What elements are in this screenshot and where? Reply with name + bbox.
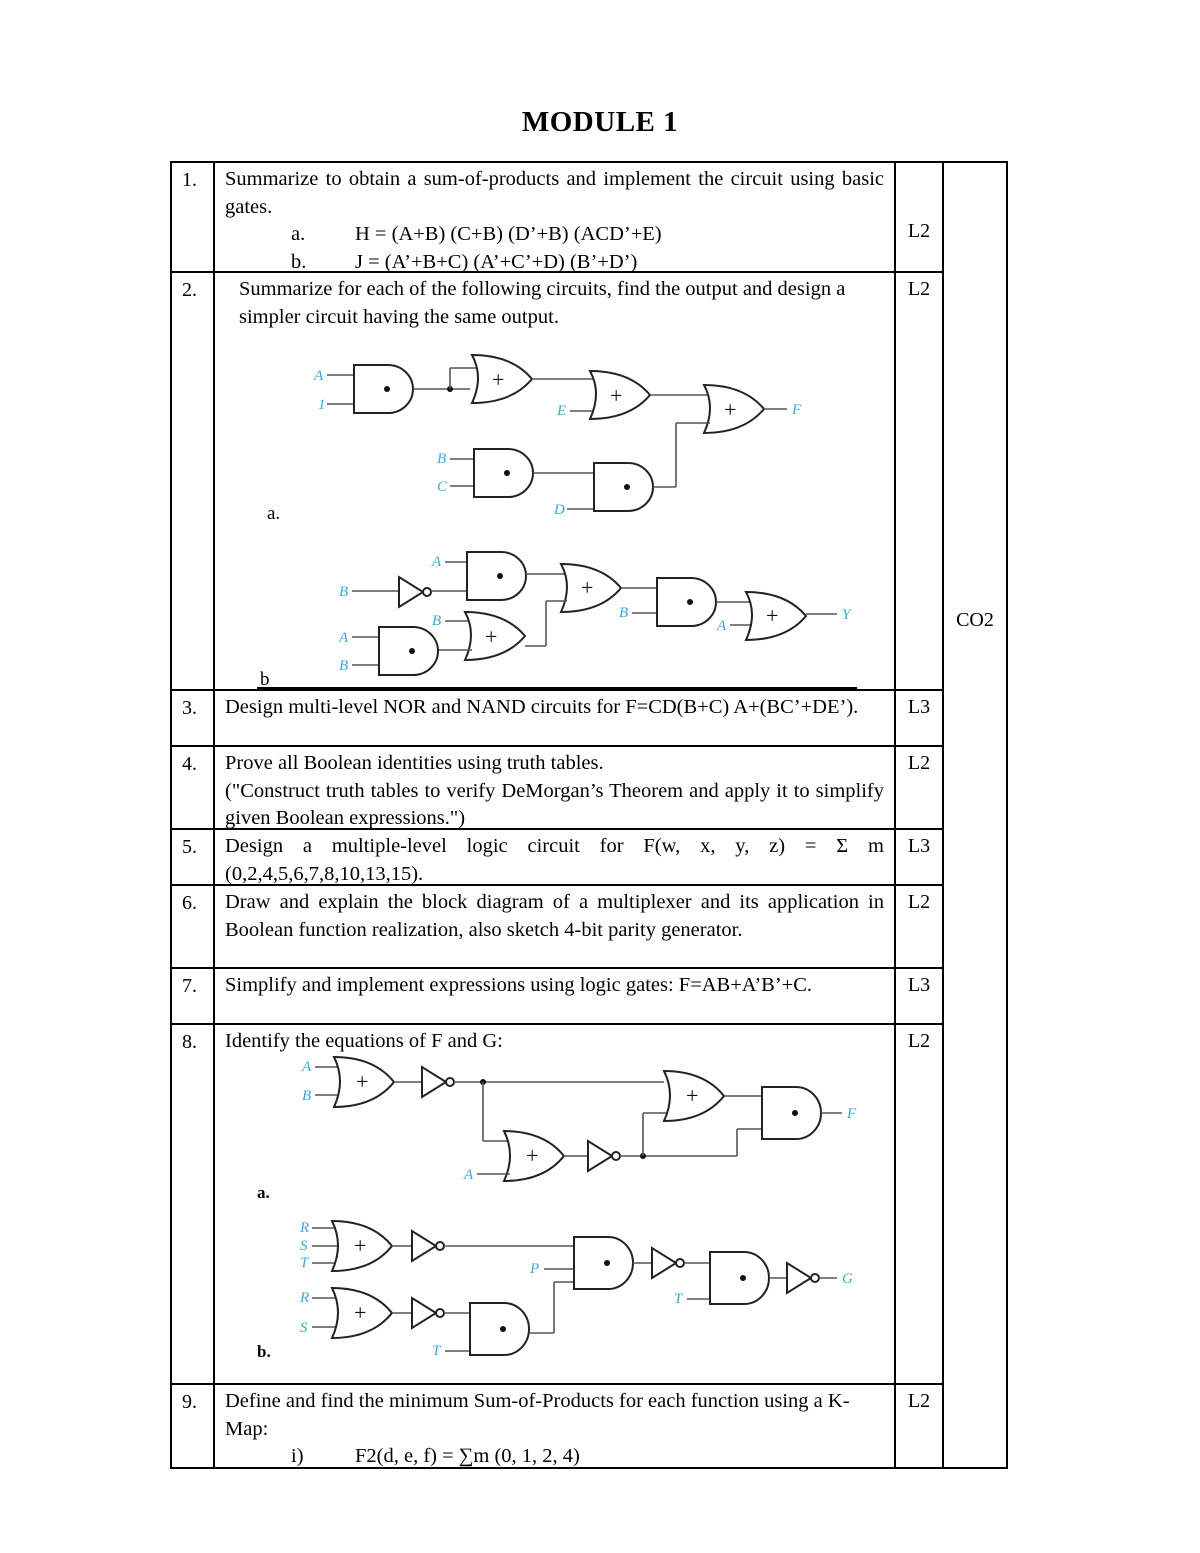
question-text: Define and find the minimum Sum-of-Produ… — [215, 1385, 896, 1467]
svg-text:+: + — [356, 1069, 368, 1094]
svg-text:T: T — [300, 1255, 310, 1271]
level-badge: L2 — [907, 278, 931, 300]
logic-circuit-diagram-f: AB + + A + F — [301, 1055, 857, 1183]
question-text: Prove all Boolean identities using truth… — [215, 747, 896, 829]
question-number: 1. — [172, 163, 215, 271]
course-outcome-label: CO2 — [956, 609, 994, 631]
svg-text:A: A — [716, 618, 727, 634]
svg-text:F: F — [846, 1106, 857, 1122]
svg-text:A: A — [313, 368, 324, 384]
table-row: 2. Summarize for each of the following c… — [172, 273, 942, 691]
logic-circuit-diagram-g: RST + P T G RS + T — [299, 1219, 853, 1359]
svg-text:B: B — [302, 1088, 311, 1104]
svg-text:S: S — [300, 1320, 308, 1336]
svg-text:T: T — [674, 1291, 684, 1307]
question-text: Summarize for each of the following circ… — [215, 273, 896, 689]
svg-text:1: 1 — [318, 397, 326, 413]
level-badge: L2 — [907, 220, 931, 242]
svg-text:D: D — [553, 502, 565, 518]
question-text: Simplify and implement expressions using… — [215, 969, 896, 1023]
svg-text:+: + — [724, 397, 736, 422]
question-text: Design a multiple-level logic circuit fo… — [215, 830, 896, 885]
svg-text:+: + — [526, 1143, 538, 1168]
table-row: 4. Prove all Boolean identities using tr… — [172, 747, 942, 830]
divider — [257, 687, 857, 689]
svg-text:A: A — [431, 554, 442, 570]
svg-text:T: T — [432, 1343, 442, 1359]
page-title: MODULE 1 — [521, 106, 679, 138]
diagram-label-b: b — [260, 669, 270, 690]
diagram-label-b: b. — [257, 1342, 271, 1361]
question-text: Draw and explain the block diagram of a … — [215, 886, 896, 967]
svg-text:P: P — [529, 1261, 539, 1277]
question-number: 9. — [172, 1385, 215, 1467]
svg-text:+: + — [686, 1083, 698, 1108]
table-row: 3. Design multi-level NOR and NAND circu… — [172, 691, 942, 747]
table-row: 5. Design a multiple-level logic circuit… — [172, 830, 942, 886]
logic-circuit-diagram-a: A 1 + E + + F BC D — [313, 353, 802, 518]
svg-text:A: A — [338, 630, 349, 646]
svg-text:+: + — [354, 1233, 366, 1258]
diagram-label-a: a. — [257, 1183, 270, 1202]
question-table: CO2 1. Summarize to obtain a sum-of-prod… — [170, 161, 1008, 1469]
question-number: 8. — [172, 1025, 215, 1383]
svg-text:+: + — [492, 367, 504, 392]
question-number: 3. — [172, 691, 215, 745]
svg-text:+: + — [766, 603, 778, 628]
svg-text:+: + — [485, 624, 497, 649]
svg-text:B: B — [437, 451, 446, 467]
course-outcome-column: CO2 — [942, 163, 1006, 1467]
svg-text:F: F — [791, 402, 802, 418]
question-part: a.H = (A+B) (C+B) (D’+B) (ACD’+E) — [291, 223, 662, 245]
svg-text:+: + — [581, 575, 593, 600]
svg-text:Y: Y — [842, 607, 852, 623]
svg-text:S: S — [300, 1238, 308, 1254]
question-number: 7. — [172, 969, 215, 1023]
logic-circuit-diagram-b: B A + B A + Y B + AB — [338, 551, 852, 676]
svg-text:R: R — [299, 1290, 309, 1306]
table-row: 9. Define and find the minimum Sum-of-Pr… — [172, 1385, 942, 1467]
question-text: Design multi-level NOR and NAND circuits… — [215, 691, 896, 745]
level-badge: L3 — [907, 974, 931, 996]
svg-text:A: A — [463, 1167, 474, 1183]
question-number: 5. — [172, 830, 215, 884]
svg-text:B: B — [339, 658, 348, 674]
diagram-label-a: a. — [267, 503, 281, 524]
level-badge: L2 — [907, 1390, 931, 1412]
table-row: 1. Summarize to obtain a sum-of-products… — [172, 163, 942, 273]
svg-text:G: G — [842, 1271, 853, 1287]
svg-text:B: B — [619, 605, 628, 621]
level-badge: L2 — [907, 1030, 931, 1052]
table-row: 8. Identify the equations of F and G: L2… — [172, 1025, 942, 1385]
svg-text:+: + — [610, 383, 622, 408]
question-text: Identify the equations of F and G: — [215, 1025, 896, 1383]
svg-text:A: A — [301, 1059, 312, 1075]
table-row: 6. Draw and explain the block diagram of… — [172, 886, 942, 969]
svg-text:C: C — [437, 479, 448, 495]
table-row: 7. Simplify and implement expressions us… — [172, 969, 942, 1025]
question-number: 2. — [172, 273, 215, 689]
svg-text:R: R — [299, 1220, 309, 1236]
svg-text:E: E — [556, 403, 566, 419]
svg-text:B: B — [432, 613, 441, 629]
level-badge: L3 — [907, 835, 931, 857]
level-badge: L2 — [907, 891, 931, 913]
question-number: 6. — [172, 886, 215, 967]
svg-text:B: B — [339, 584, 348, 600]
level-badge: L2 — [907, 752, 931, 774]
question-part: i)F2(d, e, f) = ∑m (0, 1, 2, 4) — [291, 1445, 580, 1467]
question-text: Summarize to obtain a sum-of-products an… — [215, 163, 896, 273]
svg-text:+: + — [354, 1300, 366, 1325]
question-part: b.J = (A’+B+C) (A’+C’+D) (B’+D’) — [291, 250, 638, 273]
question-number: 4. — [172, 747, 215, 828]
level-badge: L3 — [907, 696, 931, 718]
